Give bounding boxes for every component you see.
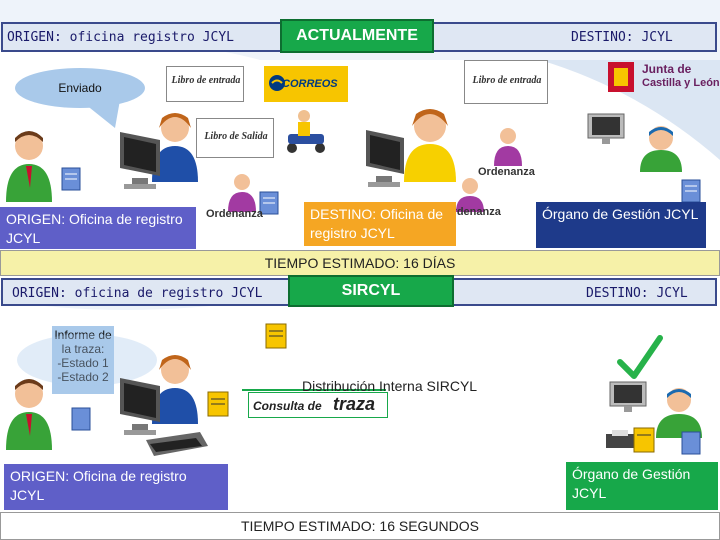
bottom-origin-label: ORIGEN: Oficina de registro JCYL [4, 464, 228, 510]
person-icon [152, 355, 198, 424]
document-icon [681, 179, 701, 203]
bottom-bubble-traza: Informe de la traza: -Estado 1 -Estado 2 [52, 326, 114, 394]
top-bubble-text: Enviado [58, 81, 102, 95]
bottom-title-sircyl: SIRCYL [288, 275, 454, 307]
bottom-header-destino: DESTINO: JCYL [586, 286, 688, 301]
computer-icon [120, 378, 160, 435]
computer-icon [366, 130, 404, 187]
ordenanza-label-2: Ordenanza [478, 166, 535, 178]
document-icon [681, 431, 701, 455]
bubble-ellipse [17, 334, 157, 386]
checkmark-icon [617, 335, 663, 379]
jcyl-logo: Junta de Castilla y León [606, 58, 720, 98]
consulta-traza-box: Consulta de traza [248, 392, 388, 418]
top-title-actualmente: ACTUALMENTE [280, 19, 434, 53]
top-destino-label: DESTINO: Oficina de registro JCYL [304, 202, 456, 246]
ordenanza-label-1: Ordenanza [206, 208, 263, 220]
top-header-origin: ORIGEN: oficina registro JCYL [7, 30, 234, 45]
computer-icon [587, 113, 625, 144]
person-icon [228, 174, 256, 212]
distribucion-label: Distribución Interna SIRCYL [302, 378, 478, 394]
bottom-organo-label: Órgano de Gestión JCYL [566, 462, 718, 510]
document-icon [71, 407, 91, 431]
person-icon [404, 109, 456, 182]
computer-icon [609, 381, 647, 412]
person-icon [6, 379, 52, 450]
top-origin-label: ORIGEN: Oficina de registro JCYL [0, 207, 196, 249]
document-icon [265, 323, 287, 349]
person-icon [640, 126, 682, 172]
person-icon [456, 178, 484, 212]
printer-icon [146, 432, 208, 456]
bottom-header-origin: ORIGEN: oficina de registro JCYL [12, 286, 263, 301]
bottom-bubble-text: Informe de la traza: -Estado 1 -Estado 2 [54, 328, 112, 384]
person-icon [152, 113, 198, 182]
consulta-word: traza [333, 394, 376, 414]
motorcycle-courier-icon [287, 110, 325, 153]
document-icon [259, 191, 279, 215]
distribution-line [242, 389, 386, 391]
bubble-tail [80, 100, 120, 128]
document-icon [207, 391, 229, 417]
printer-icon [606, 430, 634, 448]
consulta-prefix: Consulta de [253, 399, 322, 413]
person-icon [494, 128, 522, 166]
top-time-bar: TIEMPO ESTIMADO: 16 DÍAS [0, 250, 720, 276]
book-entry-left: Libro de entrada [166, 66, 244, 102]
document-icon [61, 167, 81, 191]
computer-icon [120, 132, 160, 189]
document-icon [633, 427, 655, 453]
book-entry-right: Libro de entrada [464, 60, 548, 104]
bottom-time-bar: TIEMPO ESTIMADO: 16 SEGUNDOS [0, 512, 720, 540]
ordenanza-label-3: Ordenanza [444, 206, 501, 218]
top-organo-label: Órgano de Gestión JCYL [536, 202, 706, 248]
person-icon [6, 131, 52, 202]
top-header-destino: DESTINO: JCYL [571, 30, 673, 45]
book-exit: Libro de Salida [196, 118, 274, 158]
correos-logo: CORREOS [264, 66, 348, 102]
top-bubble-enviado: Enviado [15, 68, 145, 108]
